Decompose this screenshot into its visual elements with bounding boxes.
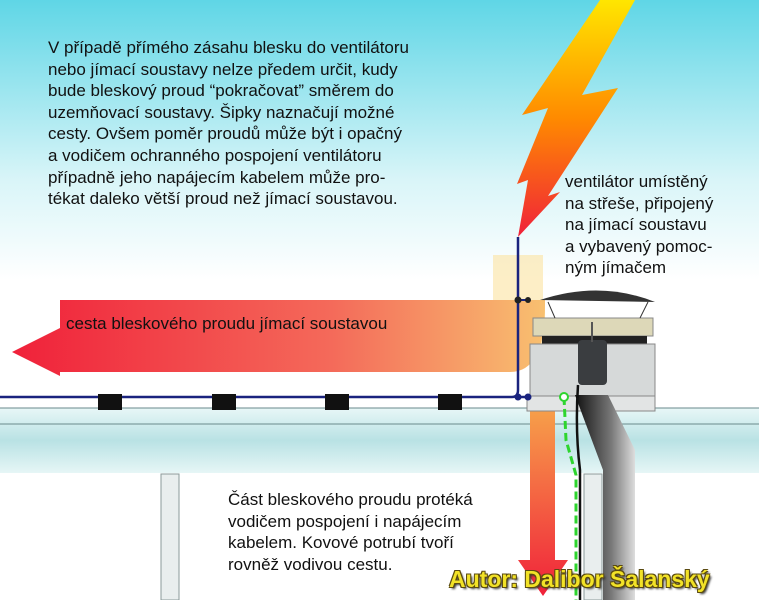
- partial-current-label: Část bleskového proudu protéká vodičem p…: [228, 490, 473, 574]
- support-pillar: [160, 473, 180, 600]
- main-description: V případě přímého zásahu blesku do venti…: [48, 38, 410, 209]
- lightning-bolt-icon: [517, 0, 635, 237]
- bonding-conductor: [562, 396, 578, 600]
- support-pillar: [583, 473, 603, 600]
- power-cable: [575, 384, 582, 600]
- ventilator-label: ventilátor umístěný na střeše, připojený…: [565, 172, 714, 278]
- arrow-air-termination-path: [12, 300, 545, 376]
- roof-slab: [0, 408, 759, 473]
- ventilator-cap: [540, 290, 655, 302]
- pipe: [575, 395, 635, 600]
- author-credit: Autor: Dalibor Šalanský: [449, 566, 710, 592]
- conductor-holders: [98, 394, 462, 410]
- ventilator-motor: [578, 340, 607, 385]
- air-termination-path-label: cesta bleskového proudu jímací soustavou: [66, 314, 388, 333]
